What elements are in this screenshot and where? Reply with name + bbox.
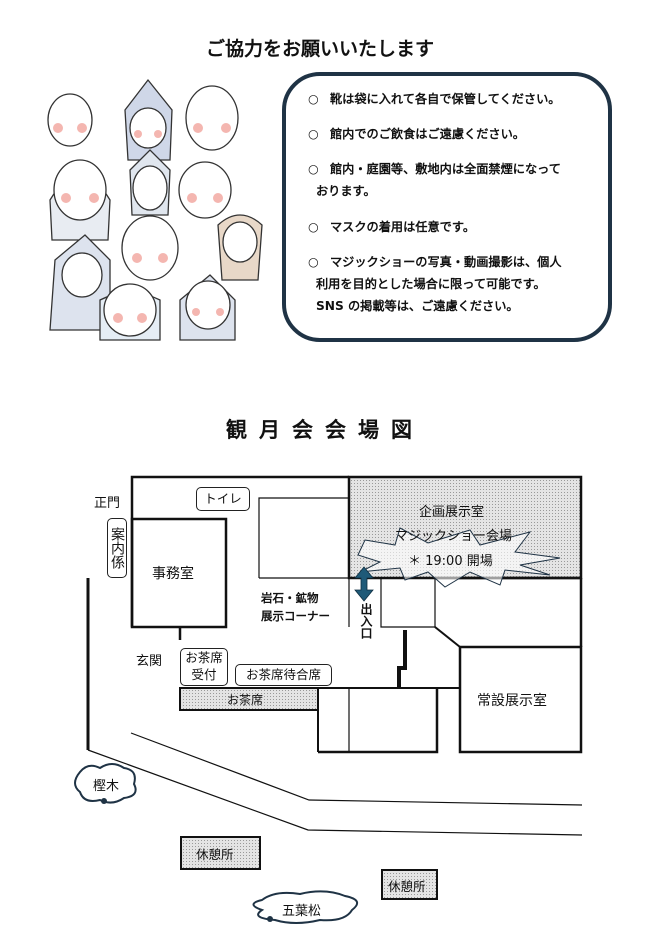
notice-item: ○ マスクの着用は任意です。 [308,216,608,238]
face-illustration [124,78,173,161]
bullet-icon: ○ [308,255,319,269]
bullet-icon: ○ [308,92,319,106]
rest-area-1 [180,836,261,870]
permanent-hall-room [458,645,583,754]
face-illustration [49,234,111,331]
face-illustration [217,214,263,281]
notice-text: 館内・庭園等、敷地内は全面禁煙になって [330,162,561,176]
road-edge [130,732,583,806]
pine-tree-label: 五葉松 [282,904,322,919]
entrance-exit-label: 出入口 [359,603,373,639]
face-illustration [129,149,171,216]
bullet-icon: ○ [308,220,319,234]
rock-corner-label: 展示コーナー [261,609,330,623]
notice-text: 館内でのご飲食はご遠慮ください。 [330,127,525,141]
face-illustration [47,93,93,147]
guide-label: 案内係 [107,518,127,578]
special-hall-label: 企画展示室 [419,505,485,520]
map-title: 観月会会場図 [226,418,424,442]
wall [317,687,460,752]
toilet-label: トイレ [196,487,250,511]
road-edge [87,749,583,836]
notice-item: ○ 館内・庭園等、敷地内は全面禁煙になっております。 [308,158,608,202]
notice-text: おります。 [316,184,376,198]
wall [318,688,439,754]
rock-corner-label: 岩石・鉱物 [261,591,319,605]
notice-item: ○ 靴は袋に入れて各自で保管してください。 [308,88,608,110]
open-time-label: ＊ 19:00 開場 [408,554,493,569]
stairs [397,630,407,688]
tree-mark-icon [101,798,107,804]
bullet-icon: ○ [308,127,319,141]
bullet-icon: ○ [308,162,319,176]
face-illustration [121,215,179,281]
tree-mark-icon [267,916,273,922]
face-illustration [179,274,236,341]
tea-waiting-label: お茶席待合席 [235,664,332,686]
rest-area-2 [381,869,438,900]
wall [434,626,461,648]
tea-reception-text: お茶席 [185,650,223,665]
office-label: 事務室 [152,566,194,582]
rest-area-label: 休憩所 [196,847,234,862]
page-title: ご協力をお願いいたします [205,38,434,60]
tree-cloud-kashi [74,763,137,804]
kashi-tree-label: 樫木 [93,779,120,794]
notice-item: ○ マジックショーの写真・動画撮影は、個人利用を目的とした場合に限って可能です。 S… [308,251,608,317]
notice-text: SNS の掲載等は、ご遠慮ください。 [316,299,519,313]
tea-reception-text: 受付 [191,667,217,682]
notice-text: 靴は袋に入れて各自で保管してください。 [330,92,561,106]
main-gate-label: 正門 [94,496,121,511]
entrance-label: 玄関 [136,654,163,669]
wall [380,578,436,628]
starburst-shape [357,527,561,588]
notice-box: ○ 靴は袋に入れて各自で保管してください。 ○ 館内でのご飲食はご遠慮ください。 ○… [282,72,612,342]
magic-venue-label: マジックショー会場 [395,529,513,544]
face-illustration [185,85,239,151]
face-illustration [178,161,232,219]
face-illustration [99,283,161,341]
notice-text: 利用を目的とした場合に限って可能です。 [316,277,546,291]
wall [258,497,349,578]
notice-text: マジックショーの写真・動画撮影は、個人 [330,255,562,269]
notice-text: マスクの着用は任意です。 [330,220,476,234]
rest-area-label: 休憩所 [388,879,426,894]
tree-cloud-pine [252,890,359,924]
notice-item: ○ 館内でのご飲食はご遠慮ください。 [308,123,608,145]
double-arrow-icon [354,566,374,602]
tea-room-label: お茶席 [227,693,264,707]
tea-reception-label: お茶席受付 [180,648,228,686]
face-illustration [49,159,111,241]
permanent-hall-label: 常設展示室 [477,693,547,709]
